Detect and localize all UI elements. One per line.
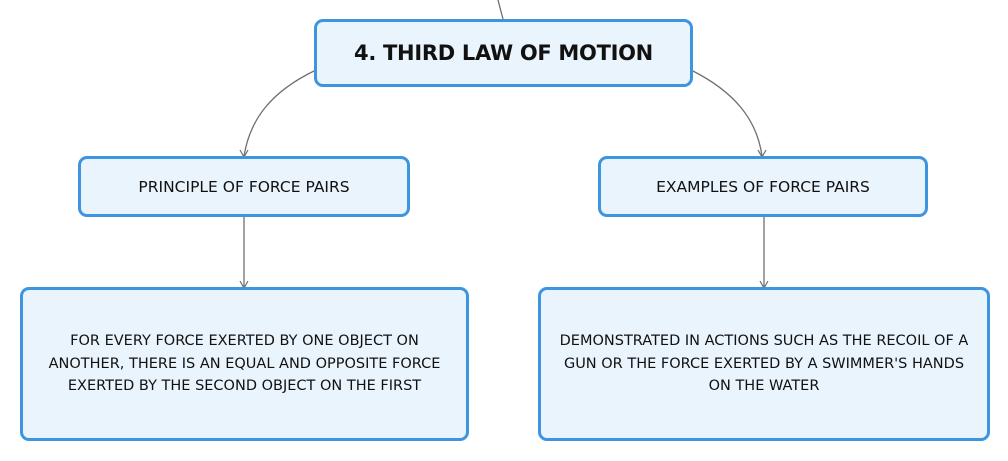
principle-detail-text: FOR EVERY FORCE EXERTED BY ONE OBJECT ON…	[48, 333, 441, 395]
connector-root-to-examples	[690, 69, 763, 157]
connector-incoming-root	[497, 0, 504, 20]
principle-node-label: PRINCIPLE OF FORCE PAIRS	[138, 177, 350, 196]
root-node[interactable]: 4. THIRD LAW OF MOTION	[314, 19, 693, 87]
principle-detail-node[interactable]: FOR EVERY FORCE EXERTED BY ONE OBJECT ON…	[20, 287, 469, 441]
examples-detail-text: DEMONSTRATED IN ACTIONS SUCH AS THE RECO…	[559, 333, 969, 395]
root-node-label: 4. THIRD LAW OF MOTION	[354, 41, 653, 65]
examples-detail-node[interactable]: DEMONSTRATED IN ACTIONS SUCH AS THE RECO…	[538, 287, 990, 441]
connector-root-to-principle	[243, 69, 317, 157]
examples-node[interactable]: EXAMPLES OF FORCE PAIRS	[598, 156, 928, 217]
principle-node[interactable]: PRINCIPLE OF FORCE PAIRS	[78, 156, 410, 217]
examples-node-label: EXAMPLES OF FORCE PAIRS	[656, 177, 870, 196]
